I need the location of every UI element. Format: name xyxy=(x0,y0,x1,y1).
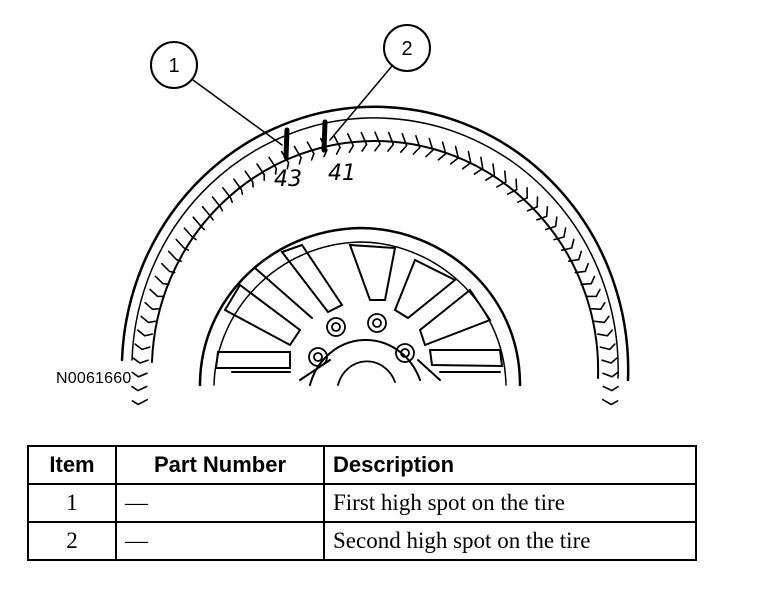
row-item: 1 xyxy=(27,483,117,523)
tread-block xyxy=(506,178,518,195)
tread-block xyxy=(144,301,160,311)
tire-mark-41: 41 xyxy=(328,161,356,186)
tread-block xyxy=(256,163,266,181)
tread-block xyxy=(244,170,254,188)
tread-block xyxy=(167,250,182,262)
tread-block xyxy=(360,131,368,152)
tread-block xyxy=(590,301,606,311)
tread-block xyxy=(183,227,197,241)
tread-block xyxy=(293,145,302,165)
tread-block xyxy=(601,357,618,364)
tread-block xyxy=(154,275,170,286)
tire-mark-43: 43 xyxy=(274,167,302,192)
tread-block xyxy=(306,141,315,161)
tread-block xyxy=(399,133,408,153)
tread-block xyxy=(473,156,484,175)
row-part-number: — xyxy=(115,483,325,523)
tread-block xyxy=(333,135,342,155)
tire-inner-outline xyxy=(151,139,600,379)
wheel-rim-outer xyxy=(198,226,522,387)
callout-1-circle xyxy=(150,41,198,89)
callout-2-number: 2 xyxy=(401,38,412,60)
row-item: 2 xyxy=(27,521,117,561)
wheel-spokes xyxy=(214,243,504,381)
header-part-number: Part Number xyxy=(115,445,325,485)
table-row: 1 — First high spot on the tire xyxy=(27,483,697,523)
header-description: Description xyxy=(323,445,697,485)
tread-block xyxy=(192,216,206,231)
tread-block xyxy=(553,227,567,241)
high-spot-mark-1 xyxy=(283,127,290,160)
tread-block xyxy=(175,238,190,251)
callout-2-leader xyxy=(329,65,393,141)
tread-block xyxy=(593,315,610,324)
tread-block xyxy=(585,288,601,298)
tread-block xyxy=(597,329,613,337)
tread-block xyxy=(131,398,148,406)
tire-diagram: 1 2 43 41 xyxy=(120,24,630,406)
tread-block xyxy=(134,343,151,351)
tread-block xyxy=(574,262,589,274)
tread-block xyxy=(602,385,619,392)
figure-id-label: N0061660 xyxy=(56,370,132,387)
tread-block xyxy=(233,178,244,195)
tread-block xyxy=(526,196,539,212)
tire-tread-pattern xyxy=(131,131,619,406)
tread-block xyxy=(346,133,355,153)
tread-block xyxy=(131,371,148,378)
row-part-number: — xyxy=(115,521,325,561)
tread-block xyxy=(425,137,434,158)
tread-block xyxy=(132,357,149,364)
tread-block xyxy=(602,398,619,406)
tread-block xyxy=(387,131,395,152)
tread-block xyxy=(222,187,233,203)
callout-2-circle xyxy=(383,24,431,72)
tread-block xyxy=(211,196,224,212)
tread-block xyxy=(201,206,214,221)
parts-table: Item Part Number Description 1 — First h… xyxy=(27,445,697,561)
tread-block xyxy=(268,156,278,175)
callout-1-leader xyxy=(192,79,283,146)
tread-block xyxy=(568,250,583,262)
tread-block xyxy=(131,385,148,392)
tread-block xyxy=(544,216,558,231)
tread-block xyxy=(161,262,176,274)
table-header-row: Item Part Number Description xyxy=(27,445,697,485)
tread-block xyxy=(599,343,616,351)
tread-block xyxy=(374,131,381,152)
tread-block xyxy=(140,315,157,324)
tread-block xyxy=(602,371,619,378)
callout-1-number: 1 xyxy=(168,55,179,77)
row-description: Second high spot on the tire xyxy=(323,521,697,561)
tire-tread-line xyxy=(131,117,619,379)
tread-block xyxy=(536,206,549,221)
tread-block xyxy=(412,135,421,155)
header-item: Item xyxy=(27,445,117,485)
tire-outer-outline xyxy=(120,105,630,382)
row-description: First high spot on the tire xyxy=(323,483,697,523)
tread-block xyxy=(485,163,496,181)
lug-nuts xyxy=(308,313,415,367)
tread-block xyxy=(580,275,596,286)
tread-block xyxy=(437,141,447,161)
tread-block xyxy=(517,187,529,203)
high-spot-mark-2 xyxy=(321,119,328,153)
table-row: 2 — Second high spot on the tire xyxy=(27,521,697,561)
tread-block xyxy=(461,150,472,170)
tread-block xyxy=(149,288,165,298)
tread-block xyxy=(560,238,575,251)
tread-block xyxy=(449,145,460,165)
tread-block xyxy=(496,170,507,188)
tread-block xyxy=(137,329,153,337)
